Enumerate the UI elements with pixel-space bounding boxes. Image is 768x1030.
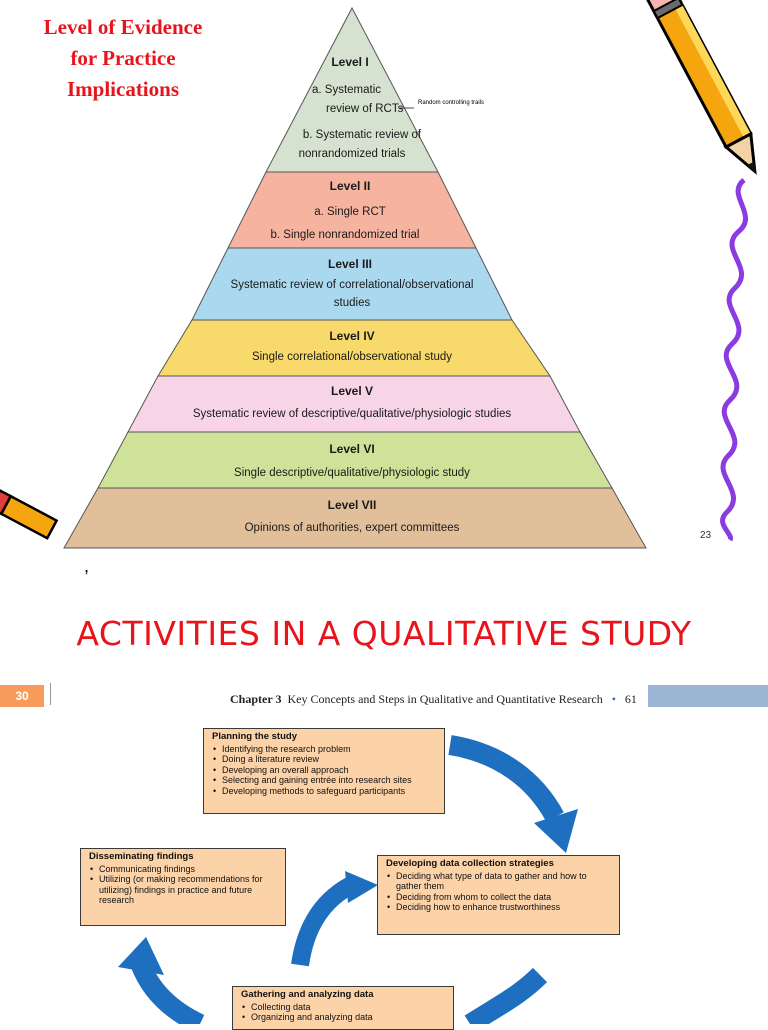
planning-title: Planning the study — [212, 731, 297, 742]
header-accent-bar — [648, 685, 768, 707]
developing-title: Developing data collection strategies — [386, 858, 554, 869]
gathering-list: Collecting data Organizing and analyzing… — [241, 1002, 447, 1023]
list-item: Utilizing (or making recommendations for… — [90, 874, 279, 906]
chapter-bullet: • — [611, 692, 616, 706]
cycle-arrow-left-head — [118, 937, 164, 975]
level-3-line-2: studies — [334, 297, 371, 309]
title-line-2: for Practice — [70, 46, 176, 70]
cycle-arrow-middle — [291, 874, 360, 967]
squiggle-line — [720, 178, 748, 542]
level-1-heading: Level I — [331, 55, 368, 69]
level-3-heading: Level III — [328, 257, 372, 271]
chapter-label: Chapter 3 — [230, 692, 282, 706]
evidence-slide: Level of Evidence for Practice Implicati… — [0, 0, 757, 576]
level-2-line-1: a. Single RCT — [314, 206, 386, 218]
section-title: ACTIVITIES IN A QUALITATIVE STUDY — [76, 614, 692, 653]
pencil-icon — [643, 0, 757, 175]
level-2-heading: Level II — [330, 179, 371, 193]
disseminating-box: Disseminating findings Communicating fin… — [80, 848, 286, 926]
title-line-1: Level of Evidence — [43, 15, 203, 39]
cycle-arrows — [118, 735, 578, 1024]
list-item: Developing methods to safeguard particip… — [213, 786, 438, 797]
list-item: Collecting data — [242, 1002, 447, 1013]
level-5-line-1: Systematic review of descriptive/qualita… — [193, 408, 512, 420]
list-item: Deciding from whom to collect the data — [387, 892, 613, 903]
page-number: 23 — [700, 530, 712, 541]
book-page-number: 61 — [624, 692, 637, 706]
evidence-pyramid: , Level I a. Systematic review of RCTs b… — [0, 0, 757, 576]
list-item: Deciding what type of data to gather and… — [387, 871, 613, 892]
list-item: Developing an overall approach — [213, 765, 438, 776]
level-7-heading: Level VII — [328, 498, 377, 512]
list-item: Selecting and gaining entrée into resear… — [213, 775, 438, 786]
rct-note: Random controlling trails — [418, 100, 485, 106]
chapter-title: Key Concepts and Steps in Qualitative an… — [287, 692, 603, 706]
level-2-line-2: b. Single nonrandomized trial — [271, 229, 420, 241]
slide-number-badge: 30 — [0, 685, 44, 707]
disseminating-list: Communicating findings Utilizing (or mak… — [89, 864, 279, 906]
level-5-heading: Level V — [331, 384, 373, 398]
level-4-heading: Level IV — [329, 329, 374, 343]
gathering-box: Gathering and analyzing data Collecting … — [232, 986, 454, 1030]
list-item: Deciding how to enhance trustworthiness — [387, 902, 613, 913]
level-7-line-1: Opinions of authorities, expert committe… — [245, 522, 460, 534]
level-1-line-3: b. Systematic review of — [303, 129, 422, 141]
level-6-heading: Level VI — [329, 442, 374, 456]
cycle-arrow-bottom-right — [464, 967, 548, 1024]
planning-box: Planning the study Identifying the resea… — [203, 728, 445, 814]
list-item: Identifying the research problem — [213, 744, 438, 755]
level-1-line-2: review of RCTs — [326, 103, 404, 115]
list-item: Doing a literature review — [213, 754, 438, 765]
level-6-line-1: Single descriptive/qualitative/physiolog… — [234, 467, 470, 479]
stray-mark: , — [84, 556, 89, 576]
cycle-arrow-top-right-head — [534, 809, 578, 853]
list-item: Communicating findings — [90, 864, 279, 875]
level-6-band — [97, 431, 613, 489]
gathering-title: Gathering and analyzing data — [241, 989, 374, 1000]
level-4-line-1: Single correlational/observational study — [252, 351, 452, 363]
chapter-header: Chapter 3 Key Concepts and Steps in Qual… — [230, 692, 637, 707]
level-1-line-1: a. Systematic — [312, 84, 381, 96]
level-1-line-4: nonrandomized trials — [299, 148, 406, 160]
developing-box: Developing data collection strategies De… — [377, 855, 620, 935]
disseminating-title: Disseminating findings — [89, 851, 194, 862]
cycle-arrow-top-right — [448, 735, 564, 822]
developing-list: Deciding what type of data to gather and… — [386, 871, 613, 913]
list-item: Organizing and analyzing data — [242, 1012, 447, 1023]
planning-list: Identifying the research problem Doing a… — [212, 744, 438, 797]
slide-title: Level of Evidence for Practice Implicati… — [18, 12, 228, 105]
title-line-3: Implications — [66, 77, 179, 101]
level-3-line-1: Systematic review of correlational/obser… — [231, 279, 474, 291]
level-7-band — [63, 487, 647, 549]
cycle-arrow-middle-head — [345, 871, 378, 903]
header-divider — [50, 683, 51, 705]
pencil-icon-small — [0, 488, 59, 540]
